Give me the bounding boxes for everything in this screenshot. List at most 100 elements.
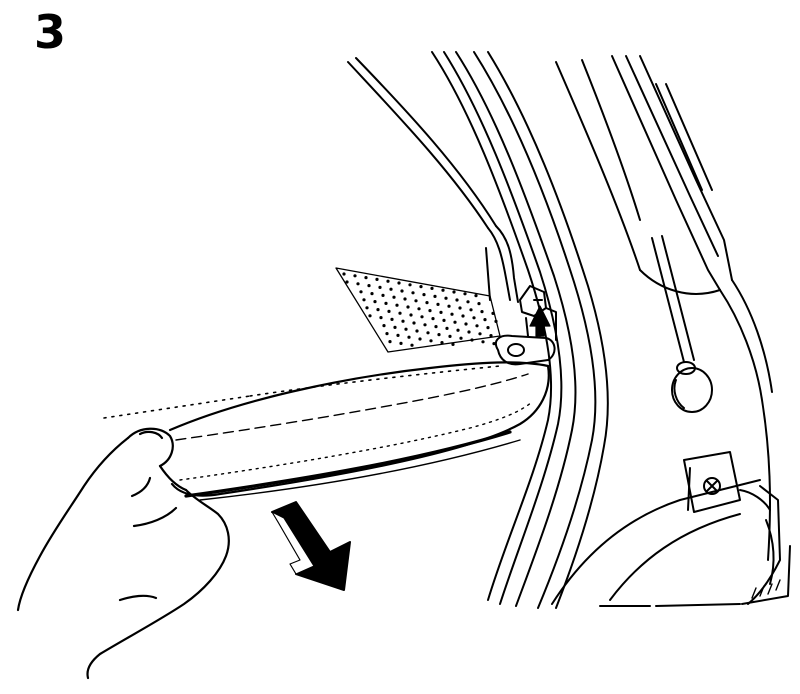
perforation-dot	[444, 296, 448, 300]
perforation-dot	[382, 324, 386, 328]
perforation-dot	[481, 340, 485, 344]
hand-icon	[18, 429, 229, 678]
perforation-dot	[408, 283, 412, 287]
perforation-dot	[447, 304, 451, 308]
perforation-dot	[401, 319, 405, 323]
perforation-dot	[439, 310, 443, 314]
grab-handle-icon	[652, 236, 712, 412]
perforation-dot	[428, 309, 432, 313]
perforation-dot	[459, 336, 463, 340]
perforation-dot	[379, 316, 383, 320]
visor-hinge-bracket-icon	[496, 286, 556, 364]
perforation-dot	[425, 301, 429, 305]
perforation-dot	[353, 274, 357, 278]
perforation-dot	[412, 321, 416, 325]
a-pillar-trim-icon	[432, 52, 640, 608]
perforation-dot	[381, 293, 385, 297]
perforation-dot	[392, 295, 396, 299]
perforation-dot	[410, 343, 414, 347]
perforation-dot	[397, 281, 401, 285]
perforation-dot	[364, 276, 368, 280]
perforation-dot	[390, 317, 394, 321]
perforation-dot	[489, 334, 493, 338]
perforation-dot	[437, 333, 441, 337]
perforation-dot	[370, 292, 374, 296]
perforation-dot	[415, 329, 419, 333]
perforation-dot	[478, 332, 482, 336]
perforation-dot	[463, 292, 467, 296]
perforation-dot	[367, 284, 371, 288]
perforation-dot	[403, 297, 407, 301]
perforation-dot	[407, 335, 411, 339]
perforation-dot	[389, 287, 393, 291]
perforation-dot	[345, 280, 349, 284]
perforation-dot	[483, 318, 487, 322]
perforation-dot	[356, 282, 360, 286]
perforation-dot	[426, 331, 430, 335]
perforation-dot	[429, 339, 433, 343]
perforation-dot	[467, 330, 471, 334]
perforation-dot	[436, 302, 440, 306]
perforation-dot	[388, 340, 392, 344]
perforation-dot	[451, 342, 455, 346]
perforation-dot	[422, 293, 426, 297]
perforation-dot	[434, 325, 438, 329]
b-pillar-icon	[612, 56, 772, 560]
perforation-dot	[455, 298, 459, 302]
perforation-dot	[480, 310, 484, 314]
perforation-dot	[396, 333, 400, 337]
perforation-dot	[430, 286, 434, 290]
perforation-dot	[466, 300, 470, 304]
perforation-dot	[441, 288, 445, 292]
perforation-dot	[342, 272, 346, 276]
pull-direction-arrow-icon	[272, 502, 350, 590]
perforation-dot	[404, 327, 408, 331]
perforation-dot	[477, 302, 481, 306]
perforation-dot	[393, 325, 397, 329]
perforation-dot	[368, 314, 372, 318]
perforation-dot	[450, 312, 454, 316]
headliner-texture-icon	[336, 268, 500, 352]
perforation-dot	[406, 305, 410, 309]
perforation-dot	[362, 298, 366, 302]
perforation-dot	[376, 308, 380, 312]
perforation-dot	[458, 306, 462, 310]
perforation-dot	[453, 320, 457, 324]
perforation-dot	[386, 279, 390, 283]
perforation-dot	[431, 317, 435, 321]
perforation-dot	[445, 326, 449, 330]
windshield-pillar-icon	[348, 58, 518, 302]
perforation-dot	[494, 319, 498, 323]
perforation-dot	[440, 341, 444, 345]
perforation-dot	[448, 334, 452, 338]
perforation-dot	[456, 328, 460, 332]
perforation-dot	[400, 289, 404, 293]
perforation-dot	[417, 307, 421, 311]
step-number: 3	[34, 5, 67, 59]
perforation-dot	[384, 301, 388, 305]
perforation-dot	[418, 337, 422, 341]
perforation-dot	[399, 341, 403, 345]
perforation-dot	[464, 322, 468, 326]
perforation-dot	[409, 313, 413, 317]
perforation-dot	[461, 314, 465, 318]
perforation-dot	[373, 300, 377, 304]
perforation-dot	[395, 303, 399, 307]
perforation-dot	[385, 332, 389, 336]
perforation-dot	[419, 285, 423, 289]
perforation-dot	[492, 342, 496, 346]
perforation-dot	[375, 277, 379, 281]
perforation-dot	[474, 294, 478, 298]
perforation-dot	[442, 318, 446, 322]
perforation-dot	[470, 338, 474, 342]
perforation-dot	[433, 294, 437, 298]
perforation-dot	[359, 290, 363, 294]
perforation-dot	[491, 311, 495, 315]
perforation-dot	[365, 306, 369, 310]
perforation-dot	[378, 285, 382, 289]
perforation-dot	[420, 315, 424, 319]
perforation-dot	[475, 324, 479, 328]
trim-hatch-icon	[752, 580, 780, 598]
